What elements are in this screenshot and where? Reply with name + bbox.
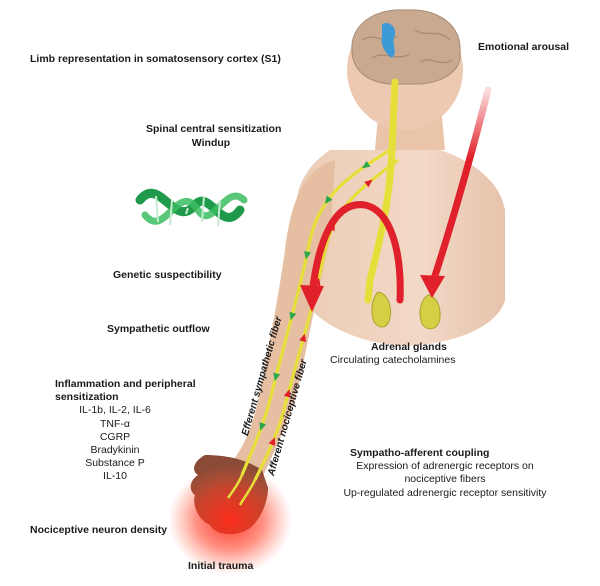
efferent-signal-arrow: [304, 251, 311, 260]
dna-icon: [135, 188, 248, 227]
coupling-line: nociceptive fibers: [404, 473, 486, 486]
mediator-item: CGRP: [99, 430, 131, 443]
s1-highlight: [381, 22, 396, 58]
label-catecholamines: Circulating catecholamines: [330, 354, 456, 366]
efferent-signal-arrow: [273, 372, 281, 382]
efferent-signal-arrow: [289, 311, 297, 321]
coupling-block: Sympatho-afferent coupling Expression of…: [310, 447, 580, 500]
label-s1: Limb representation in somatosensory cor…: [30, 53, 281, 65]
mediator-item: IL-10: [103, 470, 127, 483]
inflammation-block: Inflammation and peripheral sensitizatio…: [55, 378, 196, 484]
label-emotional-arousal: Emotional arousal: [478, 41, 570, 53]
label-neuron-density: Nociceptive neuron density: [30, 524, 168, 536]
mediator-item: Substance P: [85, 457, 145, 470]
afferent-signal-arrow: [299, 333, 307, 343]
mediator-item: IL-1b, IL-2, IL-6: [79, 404, 151, 417]
label-initial-trauma: Initial trauma: [188, 560, 254, 572]
label-adrenal: Adrenal glands: [371, 341, 447, 353]
afferent-signal-arrow: [328, 222, 335, 232]
coupling-line: Expression of adrenergic receptors on: [356, 460, 534, 473]
mediator-item: Bradykinin: [90, 444, 140, 457]
inflammation-title-1: Inflammation and peripheral: [55, 378, 196, 390]
coupling-title: Sympatho-afferent coupling: [350, 447, 490, 459]
afferent-signal-arrow: [268, 437, 276, 446]
sympathetic-outflow-arrow: [308, 201, 404, 304]
afferent-signal-arrow: [364, 179, 373, 188]
afferent-signal-arrow: [313, 277, 321, 287]
brain: [351, 9, 461, 85]
label-spinal-sensitization: Spinal central sensitization: [146, 123, 282, 135]
efferent-signal-arrow: [259, 422, 267, 431]
arm: [228, 160, 335, 478]
emotional-arousal-arrow: [428, 86, 492, 289]
label-genetic: Genetic suspectibility: [113, 269, 222, 281]
mediator-item: TNF-α: [100, 417, 130, 430]
label-sympathetic-outflow: Sympathetic outflow: [107, 323, 210, 335]
afferent-signal-arrow: [283, 388, 291, 398]
efferent-signal-arrow: [324, 195, 333, 205]
adrenal-right: [419, 294, 441, 330]
coupling-line: Up-regulated adrenergic receptor sensiti…: [343, 486, 547, 499]
trauma-glow: [168, 465, 292, 575]
nerve-efferent: [240, 148, 391, 476]
efferent-signal-arrow: [361, 160, 371, 169]
label-windup: Windup: [191, 137, 231, 149]
inflammation-title-2: sensitization: [55, 391, 119, 404]
torso: [296, 142, 505, 346]
adrenal-left: [371, 291, 391, 328]
